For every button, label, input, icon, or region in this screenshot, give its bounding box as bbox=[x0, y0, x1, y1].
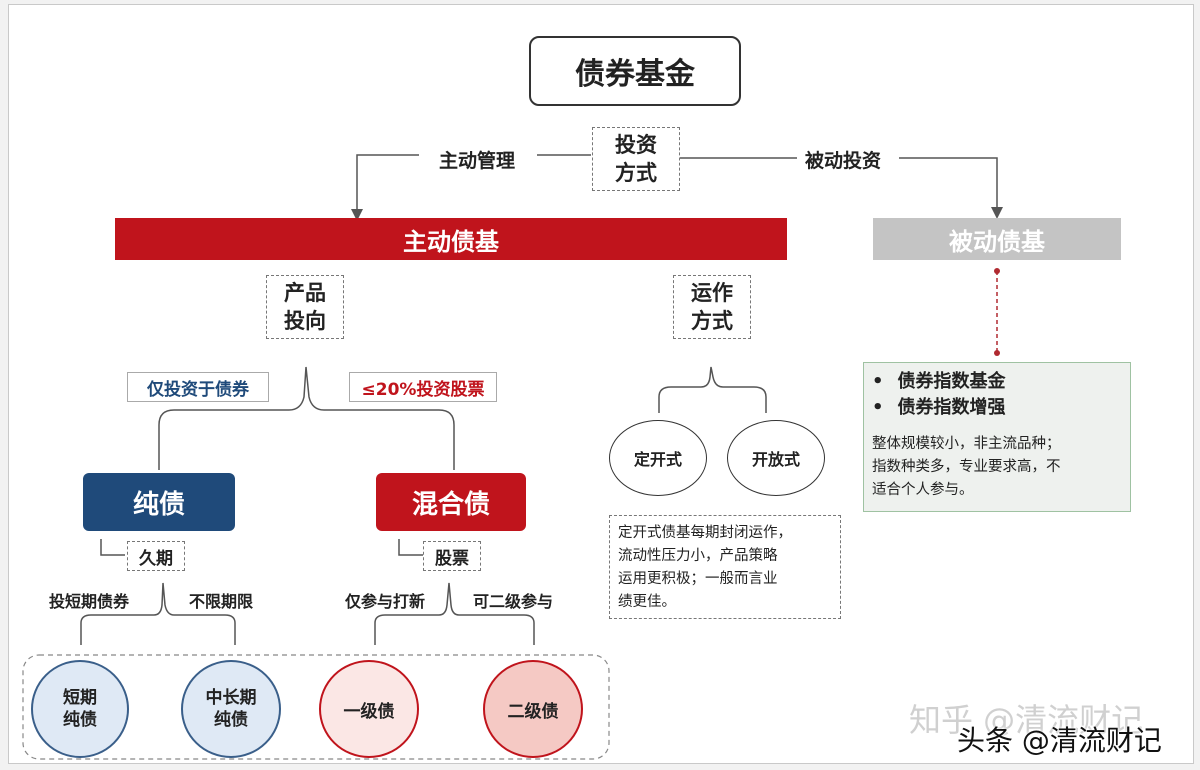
second-level-circle: 二级债 bbox=[483, 660, 583, 758]
stock-label: 股票 bbox=[435, 548, 469, 569]
fixed-open-label: 定开式 bbox=[633, 450, 682, 469]
passive-item-1-label: 债券指数基金 bbox=[897, 371, 1006, 392]
fixed-open-desc-line2: 流动性压力小，产品策略 bbox=[618, 548, 778, 564]
mid-long-pure-circle: 中长期 纯债 bbox=[181, 660, 281, 758]
short-pure-line1: 短期 bbox=[63, 688, 97, 708]
toutiao-watermark: 头条 @清流财记 bbox=[957, 724, 1162, 757]
passive-bond-bar: 被动债基 bbox=[873, 218, 1121, 260]
mixed-bond-label: 混合债 bbox=[411, 489, 490, 520]
second-level-label: 二级债 bbox=[507, 701, 559, 722]
passive-bond-bar-label: 被动债基 bbox=[949, 227, 1045, 256]
operation-node: 运作 方式 bbox=[673, 275, 751, 339]
short-term-label: 投短期债券 bbox=[49, 592, 130, 611]
active-mgmt-label: 主动管理 bbox=[439, 150, 516, 172]
operation-line1: 运作 bbox=[691, 281, 733, 305]
invest-method-line1: 投资 bbox=[615, 133, 657, 157]
mid-long-pure-line1: 中长期 bbox=[205, 688, 257, 708]
stock-le20-tag: ≤20%投资股票 bbox=[349, 372, 497, 402]
mixed-bond-node: 混合债 bbox=[376, 473, 526, 531]
diagram-canvas: 债券基金 投资 方式 主动管理 被动投资 主动债基 被动债基 产品 投向 运作 … bbox=[8, 4, 1194, 764]
bond-only-tag: 仅投资于债券 bbox=[127, 372, 269, 402]
active-bond-bar: 主动债基 bbox=[115, 218, 787, 260]
passive-item-2: • 债券指数增强 bbox=[872, 395, 1006, 421]
bullet-2: • bbox=[872, 397, 884, 418]
connector-lines bbox=[22, 154, 1193, 760]
duration-tag: 久期 bbox=[127, 541, 185, 571]
fixed-open-desc-line1: 定开式债基每期封闭运作， bbox=[618, 525, 792, 541]
product-direction-line1: 产品 bbox=[284, 281, 326, 305]
fixed-open-desc-line4: 绩更佳。 bbox=[618, 594, 676, 610]
root-node: 债券基金 bbox=[529, 36, 741, 106]
operation-line2: 方式 bbox=[691, 309, 733, 333]
first-level-circle: 一级债 bbox=[319, 660, 419, 758]
active-bond-bar-label: 主动债基 bbox=[403, 227, 499, 256]
product-direction-line2: 投向 bbox=[284, 309, 326, 333]
secondary-label: 可二级参与 bbox=[473, 592, 554, 611]
fixed-open-oval: 定开式 bbox=[609, 420, 707, 496]
passive-item-1: • 债券指数基金 bbox=[872, 369, 1006, 395]
passive-item-2-label: 债券指数增强 bbox=[897, 397, 1006, 418]
invest-method-line2: 方式 bbox=[615, 161, 657, 185]
passive-invest-label: 被动投资 bbox=[805, 150, 882, 172]
fixed-open-desc-line3: 运用更积极；一般而言业 bbox=[618, 571, 778, 587]
zhihu-watermark: 知乎 @清流财记 bbox=[909, 701, 1144, 739]
root-label: 债券基金 bbox=[575, 57, 695, 92]
bond-only-label: 仅投资于债券 bbox=[147, 379, 249, 400]
passive-desc-line3: 适合个人参与。 bbox=[872, 482, 974, 498]
invest-method-node: 投资 方式 bbox=[592, 127, 680, 191]
unlimited-label: 不限期限 bbox=[189, 592, 254, 611]
first-level-label: 一级债 bbox=[343, 701, 395, 722]
open-end-oval: 开放式 bbox=[727, 420, 825, 496]
short-pure-line2: 纯债 bbox=[63, 710, 97, 730]
pure-bond-label: 纯债 bbox=[132, 489, 185, 520]
stock-tag: 股票 bbox=[423, 541, 481, 571]
mid-long-pure-line2: 纯债 bbox=[214, 710, 248, 730]
pure-bond-node: 纯债 bbox=[83, 473, 235, 531]
ipo-only-label: 仅参与打新 bbox=[345, 592, 426, 611]
bullet-1: • bbox=[872, 371, 884, 392]
short-pure-circle: 短期 纯债 bbox=[31, 660, 129, 758]
duration-label: 久期 bbox=[139, 548, 173, 569]
passive-info-panel: • 债券指数基金 • 债券指数增强 整体规模较小，非主流品种； 指数种类多，专业… bbox=[863, 362, 1131, 512]
passive-desc-line2: 指数种类多，专业要求高，不 bbox=[872, 459, 1061, 475]
passive-desc-line1: 整体规模较小，非主流品种； bbox=[872, 436, 1061, 452]
stock-le20-label: ≤20%投资股票 bbox=[361, 379, 485, 400]
open-end-label: 开放式 bbox=[751, 450, 800, 469]
product-direction-node: 产品 投向 bbox=[266, 275, 344, 339]
fixed-open-desc-box: 定开式债基每期封闭运作， 流动性压力小，产品策略 运用更积极；一般而言业 绩更佳… bbox=[609, 515, 841, 619]
